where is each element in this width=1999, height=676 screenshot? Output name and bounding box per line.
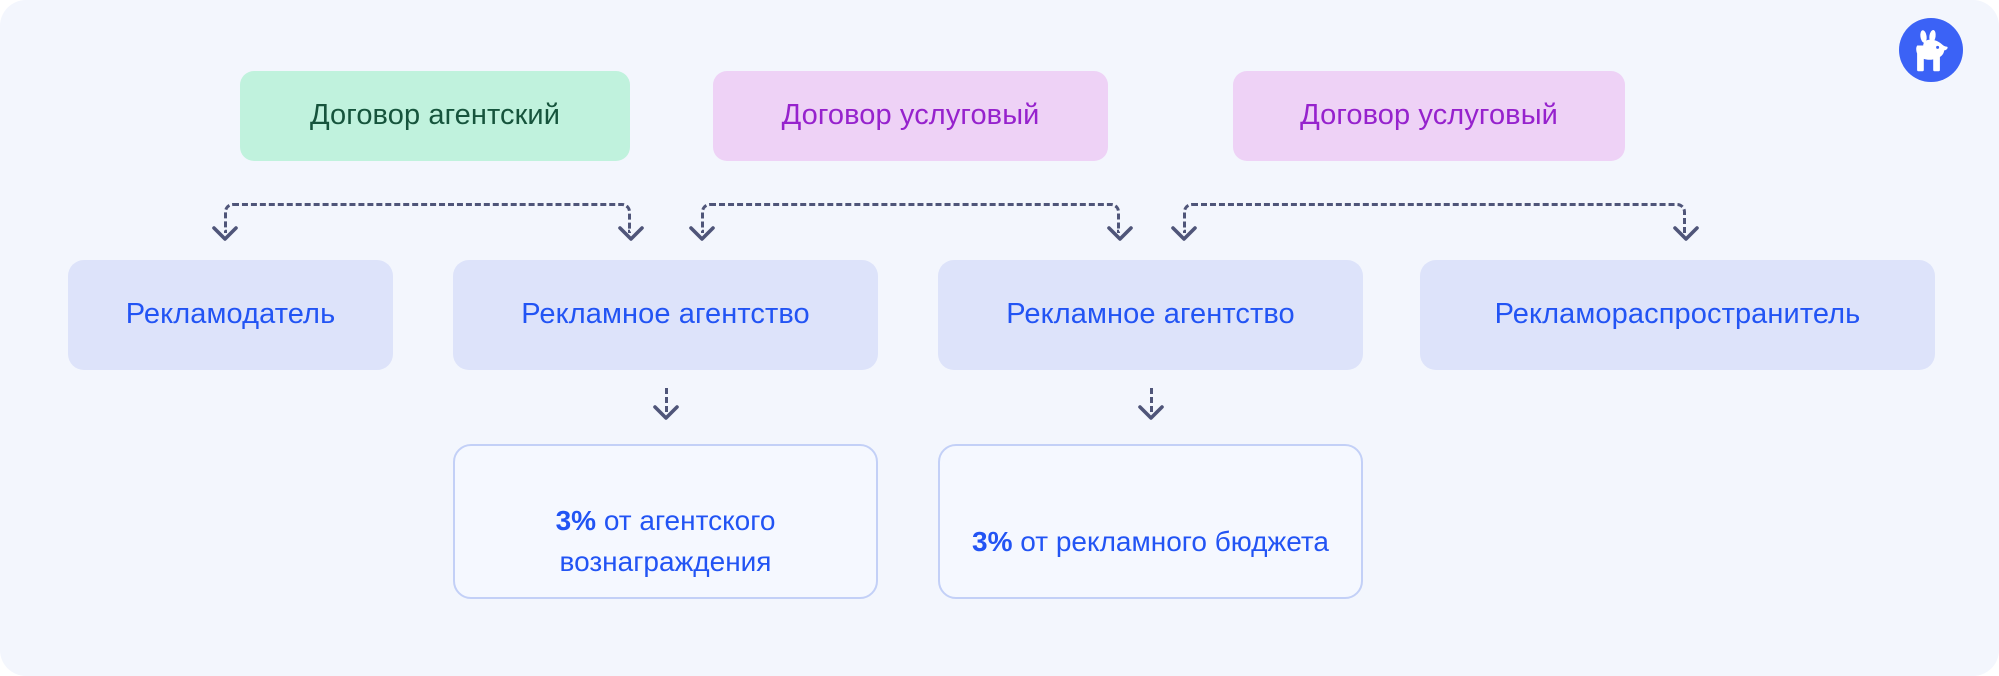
contract-label: Договор услуговый — [1300, 99, 1558, 132]
connector-bracket-service-2 — [1183, 203, 1686, 233]
arrowhead-to-fee-agency-commission — [653, 405, 679, 421]
fee-percent: 3% — [972, 525, 1013, 557]
party-box-distributor[interactable]: Рекламораспространитель — [1420, 260, 1935, 370]
llama-logo — [1899, 18, 1963, 82]
arrowhead-to-agency-2-b — [1171, 226, 1197, 242]
connector-stem-agency-2 — [1150, 388, 1153, 412]
fee-text: 3% от агентского вознаграждения — [473, 461, 858, 583]
fee-text: 3% от рекламного бюджета — [972, 481, 1329, 562]
connector-bracket-agency — [224, 203, 631, 233]
fee-description: от агентского вознаграждения — [559, 505, 776, 577]
fee-box-agency-commission[interactable]: 3% от агентского вознаграждения — [453, 444, 878, 599]
connector-bracket-service-1 — [701, 203, 1120, 233]
contract-box-service-1[interactable]: Договор услуговый — [713, 71, 1108, 161]
connector-stem-agency-1 — [665, 388, 668, 412]
contract-label: Договор агентский — [309, 99, 560, 132]
party-label: Рекламное агентство — [1006, 298, 1295, 331]
arrowhead-to-advertiser — [212, 226, 238, 242]
party-label: Рекламное агентство — [521, 298, 810, 331]
fee-percent: 3% — [555, 505, 597, 537]
arrowhead-to-fee-ad-budget — [1138, 405, 1164, 421]
contract-box-service-2[interactable]: Договор услуговый — [1233, 71, 1625, 161]
party-label: Рекламодатель — [125, 298, 336, 331]
party-box-agency-1[interactable]: Рекламное агентство — [453, 260, 878, 370]
arrowhead-to-agency-2-a — [1107, 226, 1133, 242]
arrowhead-to-agency-1-a — [618, 226, 644, 242]
party-label: Рекламораспространитель — [1494, 298, 1861, 331]
party-box-advertiser[interactable]: Рекламодатель — [68, 260, 393, 370]
arrowhead-to-distributor — [1673, 226, 1699, 242]
party-box-agency-2[interactable]: Рекламное агентство — [938, 260, 1363, 370]
fee-box-ad-budget[interactable]: 3% от рекламного бюджета — [938, 444, 1363, 599]
contract-label: Договор услуговый — [781, 99, 1040, 132]
contract-box-agency[interactable]: Договор агентский — [240, 71, 630, 161]
fee-description: от рекламного бюджета — [1012, 525, 1329, 557]
arrowhead-to-agency-1-b — [689, 226, 715, 242]
